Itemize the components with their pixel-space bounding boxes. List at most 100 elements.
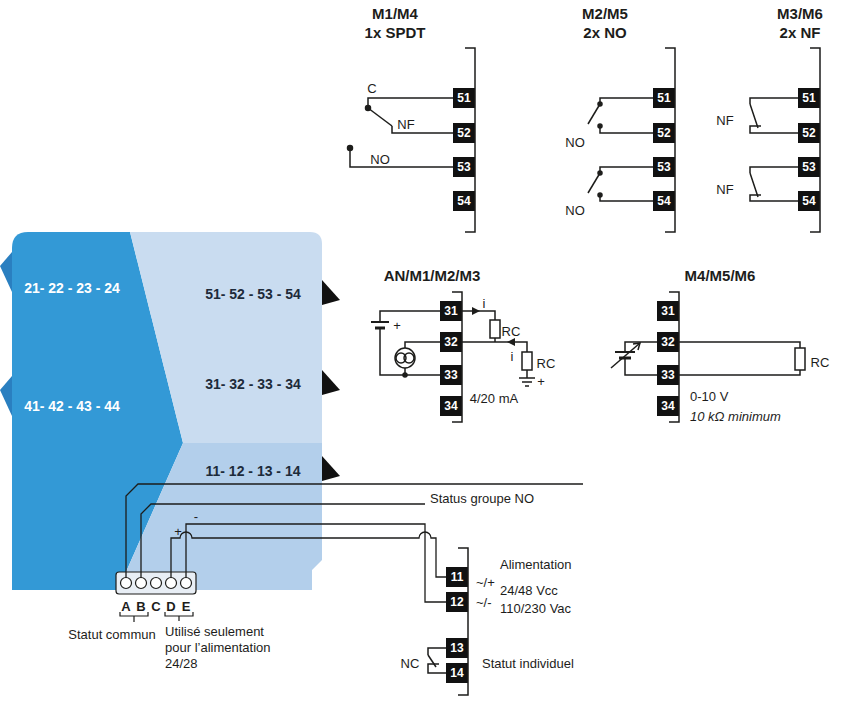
current-loop-circuit	[462, 311, 495, 320]
housing-outline	[130, 232, 340, 443]
annotation: 4/20 mA	[470, 392, 518, 407]
text-holder: +	[393, 316, 401, 334]
terminal-number: 52	[802, 127, 815, 139]
terminal-number: 52	[457, 127, 470, 139]
status-contact	[428, 664, 446, 673]
current-loop-circuit	[403, 373, 407, 377]
connector-wire	[126, 484, 583, 602]
text-holder: NO	[370, 150, 390, 168]
changeover-contact	[368, 98, 453, 108]
terminal-number: 51	[657, 92, 670, 104]
terminal-block: 51	[653, 88, 675, 108]
current-loop-circuit	[380, 328, 440, 375]
normally-open-contact	[600, 167, 653, 173]
connector-block	[116, 572, 196, 594]
text-holder: NF	[716, 111, 733, 129]
terminal-number: 32	[661, 336, 674, 348]
text-holder: 2x NO	[583, 24, 626, 42]
terminal-number: 51	[802, 92, 815, 104]
terminal-number: 33	[444, 369, 457, 381]
terminal-block: 52	[798, 123, 820, 143]
text-holder: NO	[565, 201, 585, 219]
annotation: NF	[397, 118, 414, 133]
connector-wire	[171, 532, 446, 578]
annotation: Status groupe NO	[430, 492, 534, 507]
text-holder: 41- 42 - 43 - 44	[24, 397, 120, 415]
voltage-output-circuit	[633, 343, 640, 350]
text-holder: 24/48 Vcc	[500, 581, 558, 599]
housing-tab	[0, 376, 12, 416]
terminal-number: 53	[457, 161, 470, 173]
normally-closed-contact	[750, 98, 798, 201]
terminal-number: 31	[661, 305, 674, 317]
connector-block	[181, 578, 192, 589]
normally-open-contact	[600, 126, 653, 133]
annotation: NO	[565, 204, 585, 219]
terminal-number: 54	[657, 195, 670, 207]
text-holder: RC	[502, 322, 521, 340]
text-holder: A	[121, 597, 130, 615]
current-loop-circuit	[526, 370, 528, 378]
terminal-number: 34	[661, 400, 674, 412]
terminal-block: 12	[446, 592, 468, 612]
current-loop-circuit	[405, 342, 440, 348]
terminal-number: 11	[451, 571, 464, 583]
text-holder: 10 kΩ minimum	[690, 407, 781, 425]
text-holder: C	[367, 79, 376, 97]
changeover-contact	[348, 98, 454, 167]
terminal-block: 31	[657, 301, 679, 321]
terminal-block: 11	[446, 567, 468, 587]
annotation: Statut individuel	[482, 657, 574, 672]
voltage-output-circuit	[625, 358, 657, 375]
connector-block	[116, 572, 196, 594]
module-title: AN/M1/M2/M3	[384, 267, 481, 284]
annotation: RC	[811, 356, 830, 371]
text-holder: Status groupe NO	[430, 489, 534, 507]
terminal-strip-bracket	[810, 48, 820, 232]
housing-outline	[130, 232, 340, 443]
module-title: M1/M4	[372, 5, 418, 22]
connector-block	[151, 578, 162, 589]
text-holder: i	[511, 347, 514, 365]
connector-wire	[141, 504, 425, 578]
current-loop-circuit	[462, 342, 527, 352]
status-contact	[428, 648, 446, 655]
annotation: 24/48 Vcc	[500, 584, 558, 599]
status-contact	[428, 648, 446, 673]
terminal-number: 31	[444, 305, 457, 317]
terminal-block: 51	[798, 88, 820, 108]
text-holder: E	[182, 597, 191, 615]
voltage-output-circuit	[679, 342, 800, 348]
terminal-number: 54	[802, 195, 815, 207]
text-holder: NO	[565, 133, 585, 151]
text-holder: Statut commun	[68, 625, 155, 643]
annotation: 10 kΩ minimum	[690, 410, 781, 425]
annotation: NC	[401, 657, 420, 672]
terminal-block: 52	[453, 123, 475, 143]
terminal-strip-bracket	[665, 48, 675, 232]
connector-wire	[186, 524, 446, 602]
normally-open-contact	[588, 173, 600, 193]
terminal-number: 53	[802, 161, 815, 173]
voltage-output-circuit	[615, 351, 635, 353]
current-loop-circuit	[507, 338, 515, 346]
terminal-strip-bracket	[465, 48, 475, 232]
text-holder: NF	[716, 180, 733, 198]
connector-block	[166, 578, 177, 589]
text-holder: M1/M4	[372, 5, 418, 23]
text-holder: C	[151, 597, 160, 615]
pin-letter: A	[121, 600, 130, 615]
normally-closed-contact	[750, 98, 798, 104]
pin-letter: C	[151, 600, 160, 615]
annotation: +	[537, 375, 545, 390]
terminal-block: 33	[657, 365, 679, 385]
text-holder: 0-10 V	[690, 387, 728, 405]
current-loop-circuit	[522, 352, 532, 370]
text-holder: B	[136, 597, 145, 615]
text-holder: 31- 32 - 33 - 34	[205, 375, 301, 393]
terminal-number: 53	[657, 161, 670, 173]
normally-open-contact	[598, 102, 602, 106]
text-holder: 51- 52 - 53 - 54	[205, 285, 301, 303]
